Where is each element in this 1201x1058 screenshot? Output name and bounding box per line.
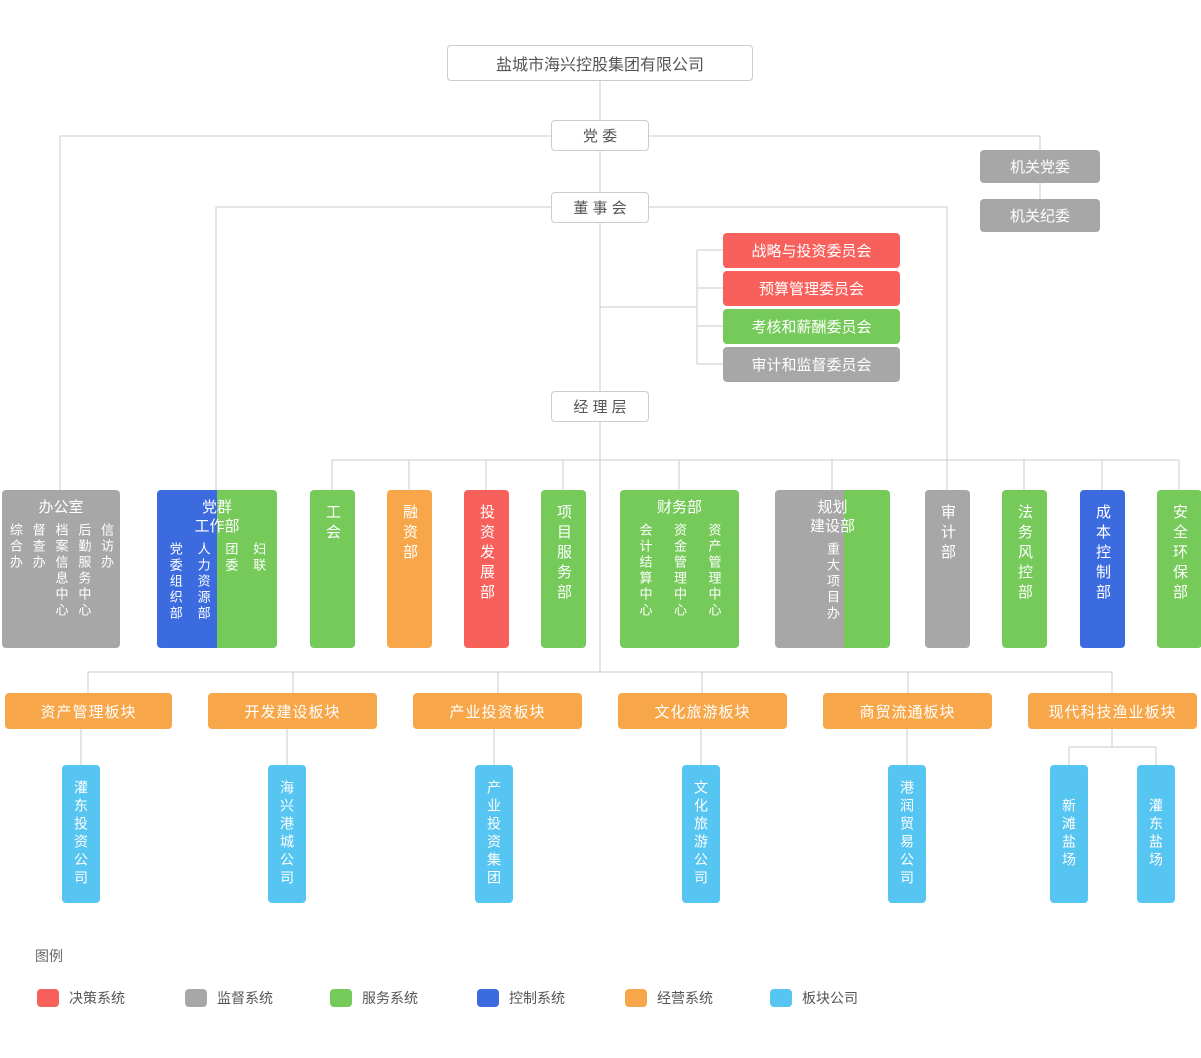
- legend-label-supervision: 监督系统: [217, 990, 273, 1006]
- dept-planning-construction-title: 规划 建设部: [809, 499, 855, 535]
- dept-cost-control-label: 成本控制部: [1094, 504, 1111, 604]
- sector-modern-tech-fishery: 现代科技渔业板块: [1028, 693, 1197, 729]
- legend-item-decision: 决策系统: [37, 989, 125, 1007]
- office-sub-general: 综合办: [7, 522, 23, 571]
- legend-label-control: 控制系统: [509, 990, 565, 1006]
- dept-legal-risk-control-label: 法务风控部: [1016, 504, 1033, 604]
- company-industry-investment-group: 产业投资集团: [475, 765, 513, 903]
- legend-label-operation: 经营系统: [657, 990, 713, 1006]
- company-haixing-gangcheng-label: 海兴港城公司: [279, 780, 295, 888]
- party-mass-sub-youth-league: 团委: [223, 541, 239, 574]
- legend-item-supervision: 监督系统: [185, 989, 273, 1007]
- office-sub-inspection: 督查办: [30, 522, 46, 571]
- company-gangrun-trade-label: 港润贸易公司: [899, 780, 915, 888]
- company-guandong-saltworks: 灌东盐场: [1137, 765, 1175, 903]
- dept-office-subdepts: 综合办 督查办 档案信息中心 后勤服务中心 信访办: [2, 523, 120, 619]
- sector-development-construction: 开发建设板块: [208, 693, 377, 729]
- dept-safety-environment: 安全环保部: [1157, 490, 1201, 648]
- legend-swatch-operation: [625, 989, 647, 1007]
- committee-assessment-compensation: 考核和薪酬委员会: [723, 309, 900, 344]
- company-guandong-saltworks-label: 灌东盐场: [1148, 798, 1164, 870]
- planning-sub-major-projects-office: 重大项目办: [825, 541, 840, 622]
- dept-office-title: 办公室: [38, 499, 84, 516]
- dept-financing: 融资部: [387, 490, 432, 648]
- legend-label-sector-company: 板块公司: [802, 990, 858, 1006]
- party-mass-sub-organization: 党委组织部: [167, 541, 183, 622]
- dept-party-mass-work: 党群 工作部 党委组织部 人力资源部 团委 妇联: [157, 490, 277, 648]
- dept-legal-risk-control: 法务风控部: [1002, 490, 1047, 648]
- dept-finance: 财务部 会计结算中心 资金管理中心 资产管理中心: [620, 490, 739, 648]
- party-committee-node: 党 委: [551, 120, 649, 151]
- dept-planning-construction: 规划 建设部 重大项目办: [775, 490, 890, 648]
- sector-asset-management: 资产管理板块: [5, 693, 172, 729]
- legend-item-sector-company: 板块公司: [770, 989, 858, 1007]
- dept-finance-subdepts: 会计结算中心 资金管理中心 资产管理中心: [620, 523, 739, 619]
- dept-planning-subdepts: 重大项目办: [775, 542, 890, 622]
- party-mass-sub-hr: 人力资源部: [195, 541, 211, 622]
- dept-office: 办公室 综合办 督查办 档案信息中心 后勤服务中心 信访办: [2, 490, 120, 648]
- organ-discipline-committee-node: 机关纪委: [980, 199, 1100, 232]
- committee-strategy-investment: 战略与投资委员会: [723, 233, 900, 268]
- dept-cost-control: 成本控制部: [1080, 490, 1125, 648]
- company-industry-investment-group-label: 产业投资集团: [486, 780, 502, 888]
- company-guandong-investment: 灌东投资公司: [62, 765, 100, 903]
- root-node: 盐城市海兴控股集团有限公司: [447, 45, 753, 81]
- legend-swatch-sector-company: [770, 989, 792, 1007]
- dept-financing-label: 融资部: [401, 504, 418, 564]
- company-xintan-saltworks: 新滩盐场: [1050, 765, 1088, 903]
- legend-item-operation: 经营系统: [625, 989, 713, 1007]
- legend-swatch-supervision: [185, 989, 207, 1007]
- legend-swatch-service: [330, 989, 352, 1007]
- sector-culture-tourism: 文化旅游板块: [618, 693, 787, 729]
- board-node: 董 事 会: [551, 192, 649, 223]
- company-haixing-gangcheng: 海兴港城公司: [268, 765, 306, 903]
- finance-sub-asset-management-center: 资产管理中心: [706, 522, 722, 619]
- sector-industry-investment: 产业投资板块: [413, 693, 582, 729]
- legend-swatch-control: [477, 989, 499, 1007]
- party-mass-sub-women-federation: 妇联: [251, 541, 267, 574]
- company-guandong-investment-label: 灌东投资公司: [73, 780, 89, 888]
- dept-labor-union: 工会: [310, 490, 355, 648]
- committee-budget-management: 预算管理委员会: [723, 271, 900, 306]
- legend-label-service: 服务系统: [362, 990, 418, 1006]
- dept-finance-title: 财务部: [656, 499, 702, 516]
- legend-item-service: 服务系统: [330, 989, 418, 1007]
- office-sub-petition: 信访办: [99, 522, 115, 571]
- company-gangrun-trade: 港润贸易公司: [888, 765, 926, 903]
- dept-audit-label: 审计部: [939, 504, 956, 564]
- organ-party-committee-node: 机关党委: [980, 150, 1100, 183]
- management-node: 经 理 层: [551, 391, 649, 422]
- dept-project-service-label: 项目服务部: [555, 504, 572, 604]
- company-xintan-saltworks-label: 新滩盐场: [1061, 798, 1077, 870]
- dept-labor-union-label: 工会: [324, 504, 341, 544]
- committee-audit-supervision: 审计和监督委员会: [723, 347, 900, 382]
- finance-sub-accounting-settlement-center: 会计结算中心: [637, 522, 653, 619]
- office-sub-archives-info-center: 档案信息中心: [53, 522, 69, 619]
- dept-party-mass-subdepts: 党委组织部 人力资源部 团委 妇联: [157, 542, 277, 622]
- sector-trade-circulation: 商贸流通板块: [823, 693, 992, 729]
- finance-sub-funds-management-center: 资金管理中心: [672, 522, 687, 619]
- legend-item-control: 控制系统: [477, 989, 565, 1007]
- dept-safety-environment-label: 安全环保部: [1171, 504, 1188, 604]
- legend-swatch-decision: [37, 989, 59, 1007]
- dept-investment-development-label: 投资发展部: [478, 504, 495, 604]
- dept-investment-development: 投资发展部: [464, 490, 509, 648]
- legend-label-decision: 决策系统: [69, 990, 125, 1006]
- office-sub-logistics-service-center: 后勤服务中心: [76, 522, 92, 619]
- legend-title: 图例: [35, 948, 63, 964]
- dept-party-mass-title: 党群 工作部: [194, 499, 240, 535]
- dept-project-service: 项目服务部: [541, 490, 586, 648]
- company-culture-tourism: 文化旅游公司: [682, 765, 720, 903]
- company-culture-tourism-label: 文化旅游公司: [693, 780, 709, 888]
- dept-audit: 审计部: [925, 490, 970, 648]
